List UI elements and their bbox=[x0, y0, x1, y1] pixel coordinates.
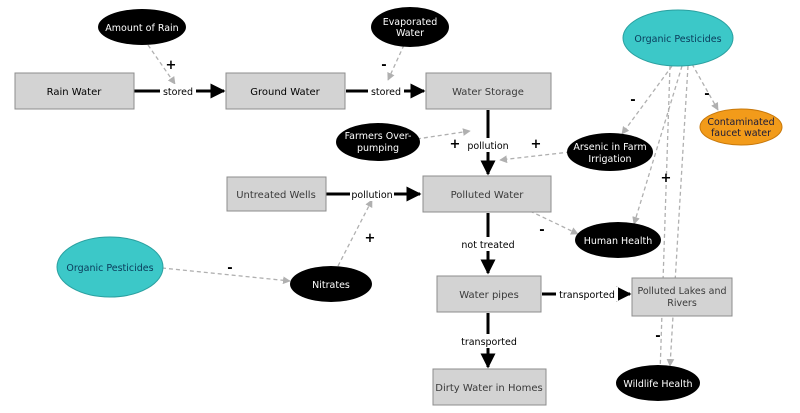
node-contaminated-faucet[interactable]: Contaminated faucet water bbox=[699, 108, 783, 146]
sign-faucet-minus: - bbox=[704, 87, 709, 102]
node-nitrates-label: Nitrates bbox=[312, 280, 350, 291]
node-farmers-overpumping-label-2: pumping bbox=[357, 143, 399, 154]
node-wildlife-health-label: Wildlife Health bbox=[623, 379, 692, 390]
sign-nitrates-plus: + bbox=[365, 231, 376, 246]
dashed-links bbox=[147, 44, 719, 375]
node-arsenic[interactable]: Arsenic in Farm Irrigation bbox=[567, 133, 653, 171]
link-labels: stored stored pollution pollution not tr… bbox=[160, 84, 618, 348]
link-farmers-to-pollution bbox=[409, 128, 471, 141]
node-farmers-overpumping-label-1: Farmers Over- bbox=[345, 131, 412, 142]
link-label-transported-2: transported bbox=[461, 337, 517, 348]
link-pesticides-to-wildlife bbox=[666, 65, 689, 367]
node-polluted-water[interactable]: Polluted Water bbox=[422, 175, 552, 213]
sign-evaporated-minus: - bbox=[381, 58, 386, 73]
node-contaminated-faucet-label-1: Contaminated bbox=[707, 117, 774, 128]
node-amount-of-rain[interactable]: Amount of Rain bbox=[98, 9, 186, 45]
node-water-pipes-label: Water pipes bbox=[459, 290, 519, 301]
link-pesticides-to-lakes bbox=[656, 65, 671, 375]
node-rain-water[interactable]: Rain Water bbox=[14, 72, 135, 110]
node-arsenic-label-1: Arsenic in Farm bbox=[573, 142, 646, 153]
sign-human-plus: + bbox=[661, 171, 672, 186]
link-label-stored-1: stored bbox=[163, 87, 193, 98]
node-farmers-overpumping[interactable]: Farmers Over- pumping bbox=[336, 123, 420, 161]
node-rain-water-label: Rain Water bbox=[47, 87, 103, 98]
sign-pesticides-minus: - bbox=[227, 261, 232, 276]
node-amount-of-rain-label: Amount of Rain bbox=[105, 23, 178, 34]
node-water-storage-label: Water Storage bbox=[452, 87, 524, 98]
node-untreated-wells-label: Untreated Wells bbox=[236, 190, 316, 201]
sign-rain-plus: + bbox=[166, 58, 177, 73]
node-organic-pesticides-top-label: Organic Pesticides bbox=[634, 34, 721, 45]
link-arsenic-to-pollution bbox=[499, 151, 571, 164]
link-rainamount-to-stored bbox=[147, 44, 176, 85]
node-evaporated-water-label-2: Water bbox=[396, 28, 424, 39]
link-nitrates-to-pollution bbox=[337, 199, 373, 267]
sign-arsenic-plus: + bbox=[531, 137, 542, 152]
node-untreated-wells[interactable]: Untreated Wells bbox=[226, 176, 327, 212]
node-human-health-label: Human Health bbox=[584, 236, 652, 247]
node-water-pipes[interactable]: Water pipes bbox=[436, 275, 542, 313]
node-wildlife-health[interactable]: Wildlife Health bbox=[616, 365, 700, 401]
node-human-health[interactable]: Human Health bbox=[575, 222, 661, 258]
node-ground-water[interactable]: Ground Water bbox=[225, 72, 346, 110]
node-ground-water-label: Ground Water bbox=[250, 87, 320, 98]
link-label-not-treated: not treated bbox=[461, 240, 514, 251]
sign-human-minus: - bbox=[539, 223, 544, 238]
node-organic-pesticides-left-label: Organic Pesticides bbox=[66, 263, 153, 274]
node-arsenic-label-2: Irrigation bbox=[588, 154, 631, 165]
link-pesticides-to-faucet bbox=[691, 63, 719, 111]
link-evaporated-to-stored bbox=[387, 44, 405, 81]
link-label-transported-1: transported bbox=[559, 290, 615, 301]
link-label-pollution-1: pollution bbox=[467, 141, 508, 152]
sign-arsenic-minus: - bbox=[630, 93, 635, 108]
node-organic-pesticides-left[interactable]: Organic Pesticides bbox=[56, 236, 164, 298]
sign-farmers-plus: + bbox=[450, 137, 461, 152]
node-polluted-lakes-label-1: Polluted Lakes and bbox=[637, 286, 726, 297]
node-polluted-lakes-label-2: Rivers bbox=[667, 298, 697, 309]
sign-wildlife-minus: - bbox=[655, 329, 660, 344]
link-pesticides-to-arsenic bbox=[621, 65, 673, 135]
node-water-storage[interactable]: Water Storage bbox=[425, 72, 552, 110]
node-polluted-lakes[interactable]: Polluted Lakes and Rivers bbox=[631, 277, 733, 317]
node-nitrates[interactable]: Nitrates bbox=[290, 266, 372, 302]
node-evaporated-water[interactable]: Evaporated Water bbox=[371, 7, 449, 47]
link-polluted-to-human bbox=[529, 210, 579, 235]
link-pesticidesleft-to-nitrates bbox=[161, 267, 291, 285]
node-polluted-water-label: Polluted Water bbox=[451, 190, 525, 201]
link-label-pollution-2: pollution bbox=[351, 190, 392, 201]
node-dirty-water-homes[interactable]: Dirty Water in Homes bbox=[432, 368, 547, 406]
node-contaminated-faucet-label-2: faucet water bbox=[711, 128, 771, 139]
node-organic-pesticides-top[interactable]: Organic Pesticides bbox=[622, 9, 734, 67]
node-evaporated-water-label-1: Evaporated bbox=[383, 17, 438, 28]
node-dirty-water-homes-label: Dirty Water in Homes bbox=[435, 383, 542, 394]
link-label-stored-2: stored bbox=[371, 87, 401, 98]
polarity-signs: + - - - + + + - + - - bbox=[166, 58, 710, 344]
